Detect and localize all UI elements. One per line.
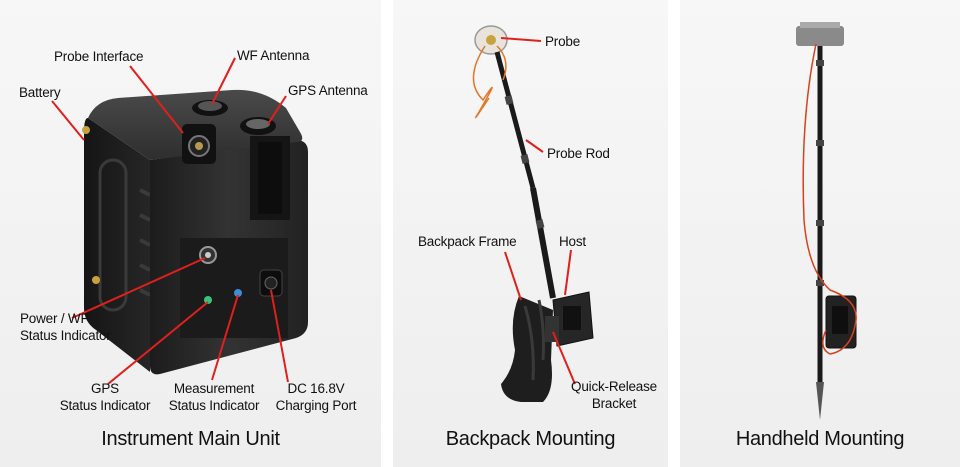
label-gps-status-indicator: GPS Status Indicator	[59, 381, 151, 413]
label-power-wf-status-indicator: Power / WF Status Indicator	[20, 311, 111, 343]
label-battery: Battery	[19, 85, 61, 100]
backpack-frame	[501, 296, 553, 402]
label-dc-charging-port: DC 16.8V Charging Port	[275, 381, 357, 413]
caption-instrument-main-unit: Instrument Main Unit	[101, 428, 280, 450]
leader-lines-backpack	[500, 37, 576, 385]
probe-rod	[494, 51, 536, 189]
panel-instrument-main-unit: Probe Interface WF Antenna Battery GPS A…	[0, 0, 381, 467]
handheld-probe	[796, 26, 844, 46]
label-quick-release-bracket: Quick-Release Bracket	[571, 379, 657, 411]
panel-backpack-mounting: Probe Probe Rod Backpack Frame Host Quic…	[393, 0, 668, 467]
label-probe-interface: Probe Interface	[54, 49, 144, 64]
handheld-illustration	[796, 22, 857, 420]
label-probe-rod: Probe Rod	[547, 146, 610, 161]
label-wf-antenna: WF Antenna	[237, 48, 310, 63]
panel-handheld-mounting: Handheld Mounting	[680, 0, 960, 467]
backpack-illustration	[472, 25, 594, 402]
label-probe: Probe	[545, 34, 581, 49]
label-gps-antenna: GPS Antenna	[288, 83, 368, 98]
label-backpack-frame: Backpack Frame	[418, 234, 517, 249]
caption-handheld-mounting: Handheld Mounting	[735, 428, 905, 450]
label-host: Host	[559, 234, 586, 249]
main-unit-illustration	[51, 57, 308, 385]
label-measurement-status-indicator: Measurement Status Indicator	[168, 381, 260, 413]
leader-lines-main-unit	[51, 57, 289, 385]
caption-backpack-mounting: Backpack Mounting	[445, 428, 616, 450]
